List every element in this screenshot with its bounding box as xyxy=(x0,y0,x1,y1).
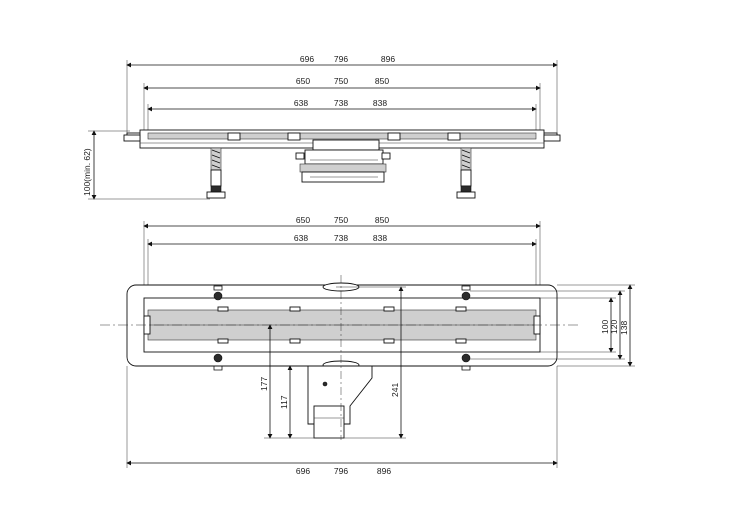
dim-label-796: 796 xyxy=(334,466,348,476)
dim-label-138: 138 xyxy=(619,321,629,335)
dim-label-850: 850 xyxy=(375,215,389,225)
dim-label-838: 838 xyxy=(373,233,387,243)
dim-label-241: 241 xyxy=(390,383,400,397)
dim-label-750: 750 xyxy=(334,76,348,86)
grate-clips xyxy=(217,306,467,344)
side-view: 696 796 896 650 750 850 638 738 838 xyxy=(82,54,561,200)
top-view: 650 750 850 638 738 838 xyxy=(100,215,635,476)
drain-outlet-side xyxy=(295,139,391,183)
dim-label-height: 100(min. 62) xyxy=(82,148,92,196)
dim-label-696: 696 xyxy=(300,54,314,64)
dim-label-738: 738 xyxy=(334,233,348,243)
dim-label-896: 896 xyxy=(377,466,391,476)
adjustable-foot-left xyxy=(206,147,226,199)
foot-markers xyxy=(213,285,471,371)
dim-label-738: 738 xyxy=(334,98,348,108)
adjustable-foot-right xyxy=(456,147,476,199)
dim-label-638: 638 xyxy=(294,233,308,243)
dim-label-750: 750 xyxy=(334,215,348,225)
dim-label-638: 638 xyxy=(294,98,308,108)
dim-label-177: 177 xyxy=(259,377,269,391)
dim-label-650: 650 xyxy=(296,76,310,86)
drain-outlet-top xyxy=(307,275,373,440)
dim-label-696: 696 xyxy=(296,466,310,476)
outlet-pipe xyxy=(313,405,345,439)
dim-label-796: 796 xyxy=(334,54,348,64)
dim-label-100: 100 xyxy=(600,320,610,334)
grate-strip xyxy=(147,132,537,140)
dim-label-850: 850 xyxy=(375,76,389,86)
dim-label-117: 117 xyxy=(279,395,289,409)
dim-label-838: 838 xyxy=(373,98,387,108)
dim-label-650: 650 xyxy=(296,215,310,225)
dim-label-120: 120 xyxy=(609,320,619,334)
dim-label-896: 896 xyxy=(381,54,395,64)
